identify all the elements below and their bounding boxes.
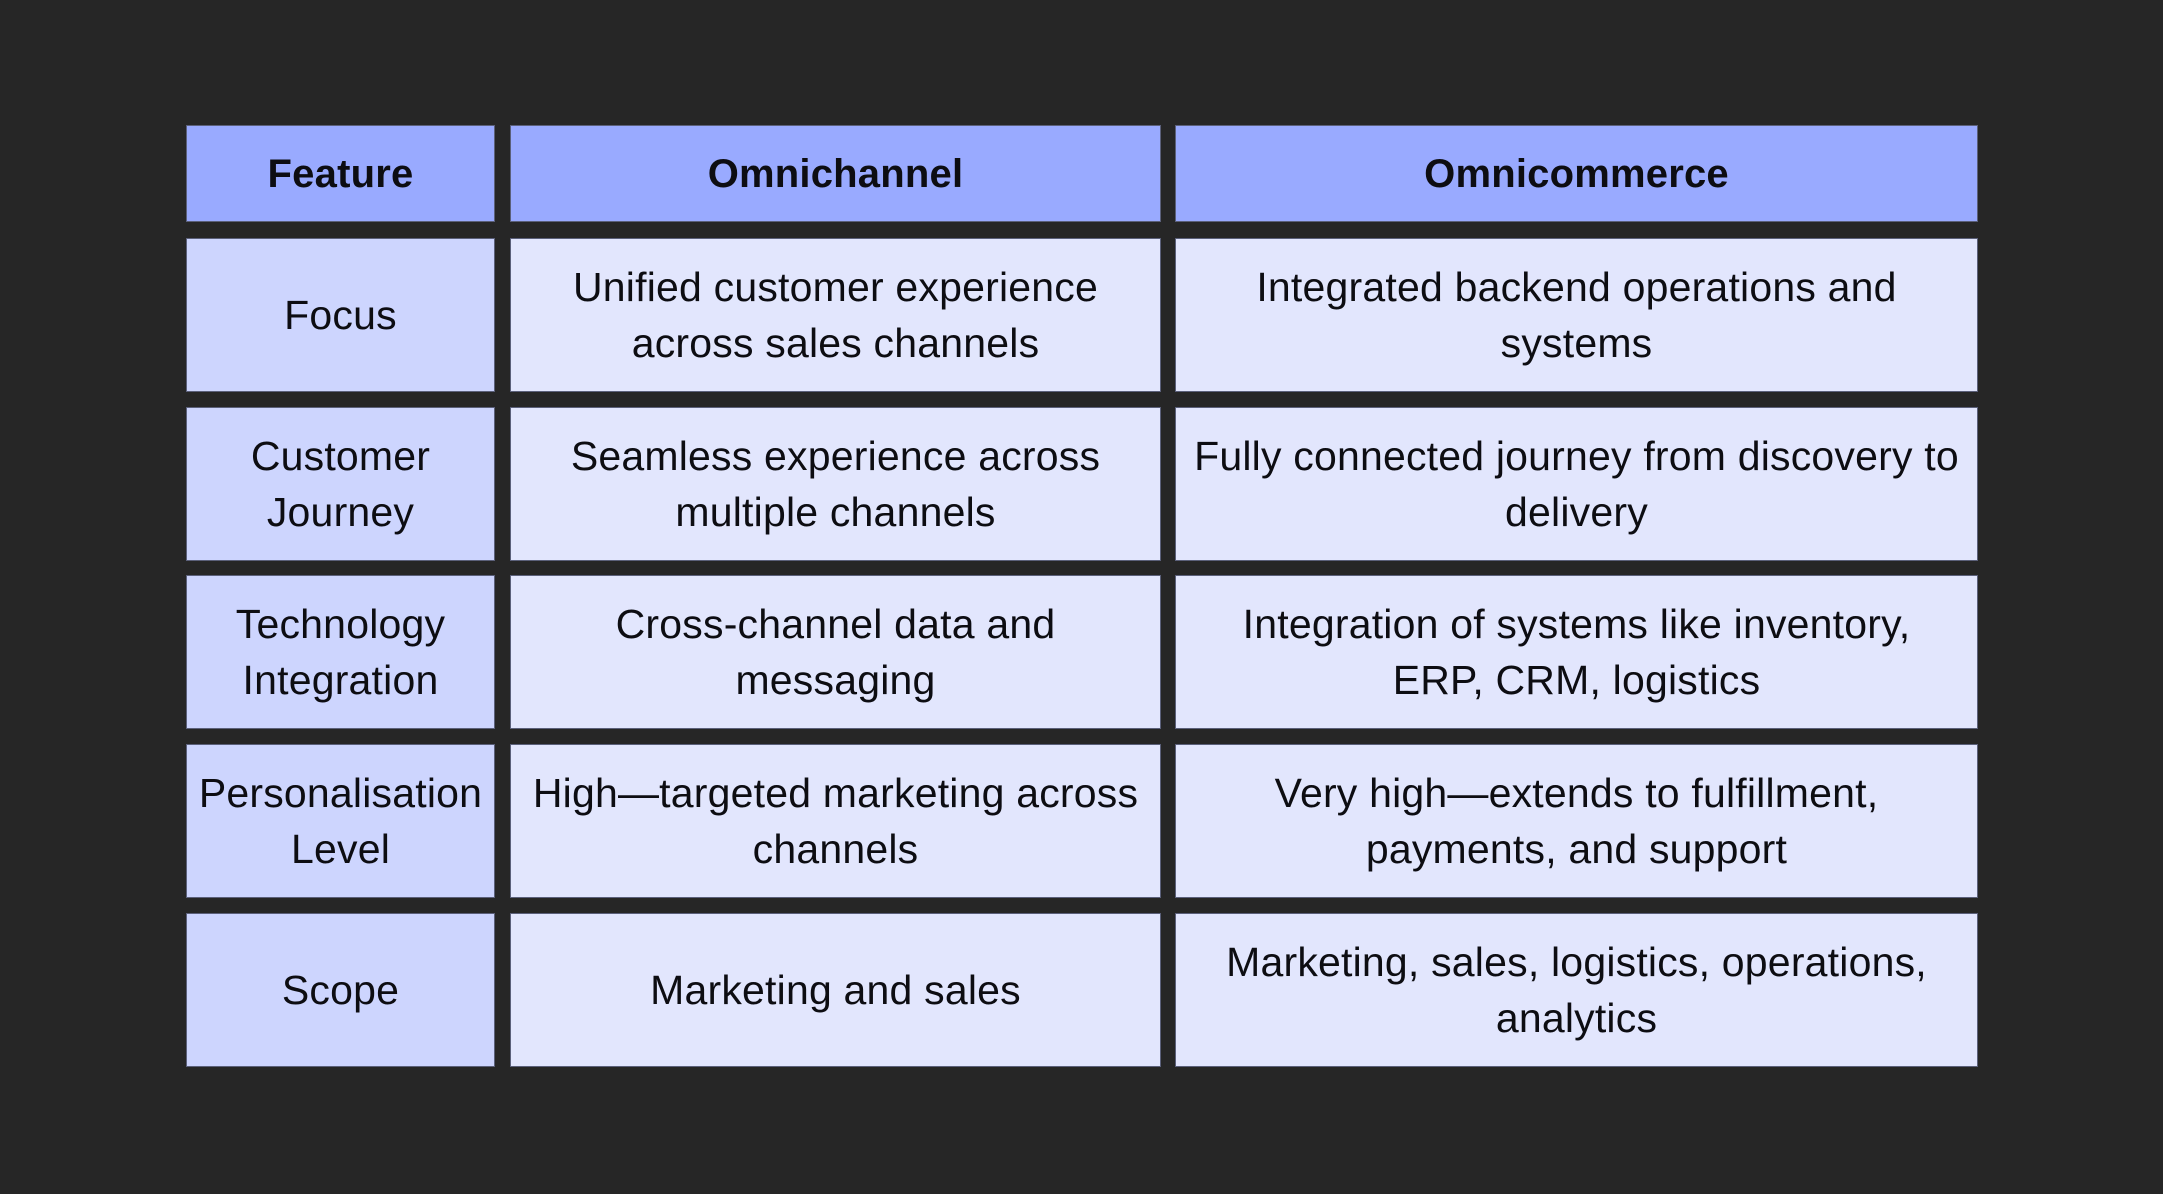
header-feature: Feature [186,125,495,222]
omnicommerce-cell: Integrated backend operations and system… [1175,238,1978,392]
omnichannel-cell: Seamless experience across multiple chan… [510,407,1161,561]
header-omnichannel: Omnichannel [510,125,1161,222]
feature-cell: Personalisation Level [186,744,495,898]
omnicommerce-cell: Marketing, sales, logistics, operations,… [1175,913,1978,1067]
feature-cell: Scope [186,913,495,1067]
feature-cell: Focus [186,238,495,392]
omnichannel-cell: Marketing and sales [510,913,1161,1067]
omnichannel-cell: High—targeted marketing across channels [510,744,1161,898]
feature-cell: Technology Integration [186,575,495,729]
feature-cell: Customer Journey [186,407,495,561]
omnicommerce-cell: Very high—extends to fulfillment, paymen… [1175,744,1978,898]
omnichannel-cell: Cross-channel data and messaging [510,575,1161,729]
omnicommerce-cell: Fully connected journey from discovery t… [1175,407,1978,561]
header-omnicommerce: Omnicommerce [1175,125,1978,222]
omnicommerce-cell: Integration of systems like inventory, E… [1175,575,1978,729]
omnichannel-cell: Unified customer experience across sales… [510,238,1161,392]
